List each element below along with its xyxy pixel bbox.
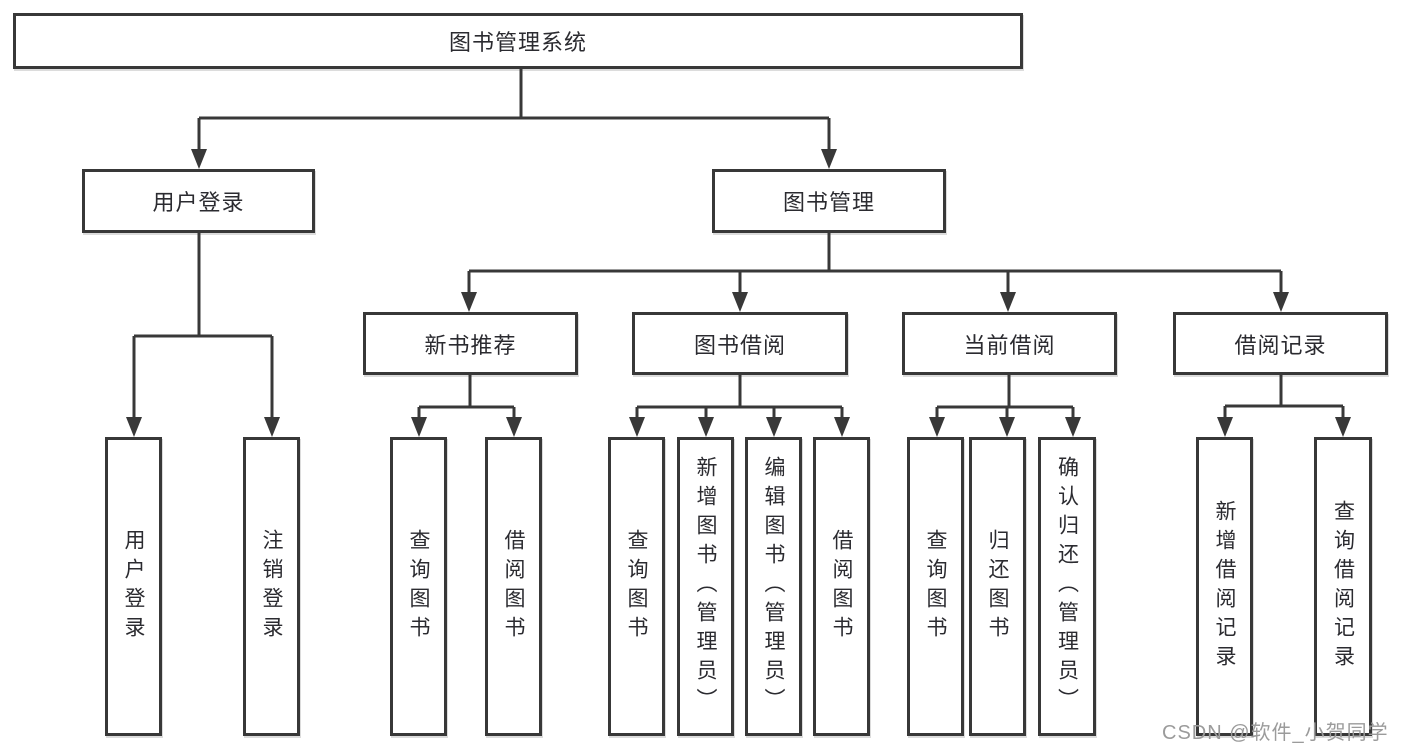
node-book-borrowing: 图书借阅 (632, 312, 848, 375)
node-label: 图书管理系统 (448, 30, 587, 55)
node-label: 图书管理 (782, 190, 875, 215)
node-label: 编辑图书（管理员） (762, 456, 785, 717)
leaf-borrow-books-recommend: 借阅图书 (485, 437, 542, 736)
leaf-add-book-admin: 新增图书（管理员） (677, 437, 734, 736)
csdn-watermark: CSDN @软件_小贺同学 (1162, 722, 1389, 744)
node-label: 用户登录 (122, 528, 145, 645)
leaf-confirm-return-admin: 确认归还（管理员） (1038, 437, 1096, 736)
node-label: 查询借阅记录 (1331, 499, 1355, 674)
leaf-return-book: 归还图书 (969, 437, 1026, 736)
node-borrowing-records: 借阅记录 (1173, 312, 1388, 375)
leaf-edit-book-admin: 编辑图书（管理员） (745, 437, 802, 736)
node-library-system: 图书管理系统 (13, 13, 1023, 69)
node-label: 借阅记录 (1234, 332, 1327, 358)
node-label: 查询图书 (625, 528, 648, 645)
node-label: 用户登录 (152, 190, 245, 215)
leaf-query-books-current: 查询图书 (907, 437, 964, 736)
node-label: 注销登录 (260, 528, 283, 645)
leaf-logout: 注销登录 (243, 437, 300, 736)
node-label: 查询图书 (924, 528, 947, 645)
node-label: 新增借阅记录 (1213, 499, 1236, 674)
node-label: 新增图书（管理员） (694, 456, 717, 717)
node-current-borrowing: 当前借阅 (902, 312, 1117, 375)
node-label: 新书推荐 (424, 332, 517, 358)
leaf-query-borrow-record: 查询借阅记录 (1314, 437, 1372, 736)
node-label: 归还图书 (986, 528, 1009, 645)
node-label: 查询图书 (407, 528, 430, 645)
node-label: 确认归还（管理员） (1055, 456, 1079, 717)
node-label: 借阅图书 (502, 528, 525, 645)
node-label: 当前借阅 (963, 332, 1056, 358)
leaf-query-books-recommend: 查询图书 (390, 437, 447, 736)
leaf-borrow-books-borrowing: 借阅图书 (813, 437, 870, 736)
node-label: 图书借阅 (693, 332, 786, 358)
leaf-query-books-borrowing: 查询图书 (608, 437, 665, 736)
arrowheads (126, 149, 1351, 437)
node-user-login: 用户登录 (82, 169, 315, 233)
node-label: 借阅图书 (830, 528, 853, 645)
node-new-book-recommend: 新书推荐 (363, 312, 578, 375)
node-book-management: 图书管理 (712, 169, 946, 233)
leaf-user-login: 用户登录 (105, 437, 162, 736)
leaf-add-borrow-record: 新增借阅记录 (1196, 437, 1253, 736)
